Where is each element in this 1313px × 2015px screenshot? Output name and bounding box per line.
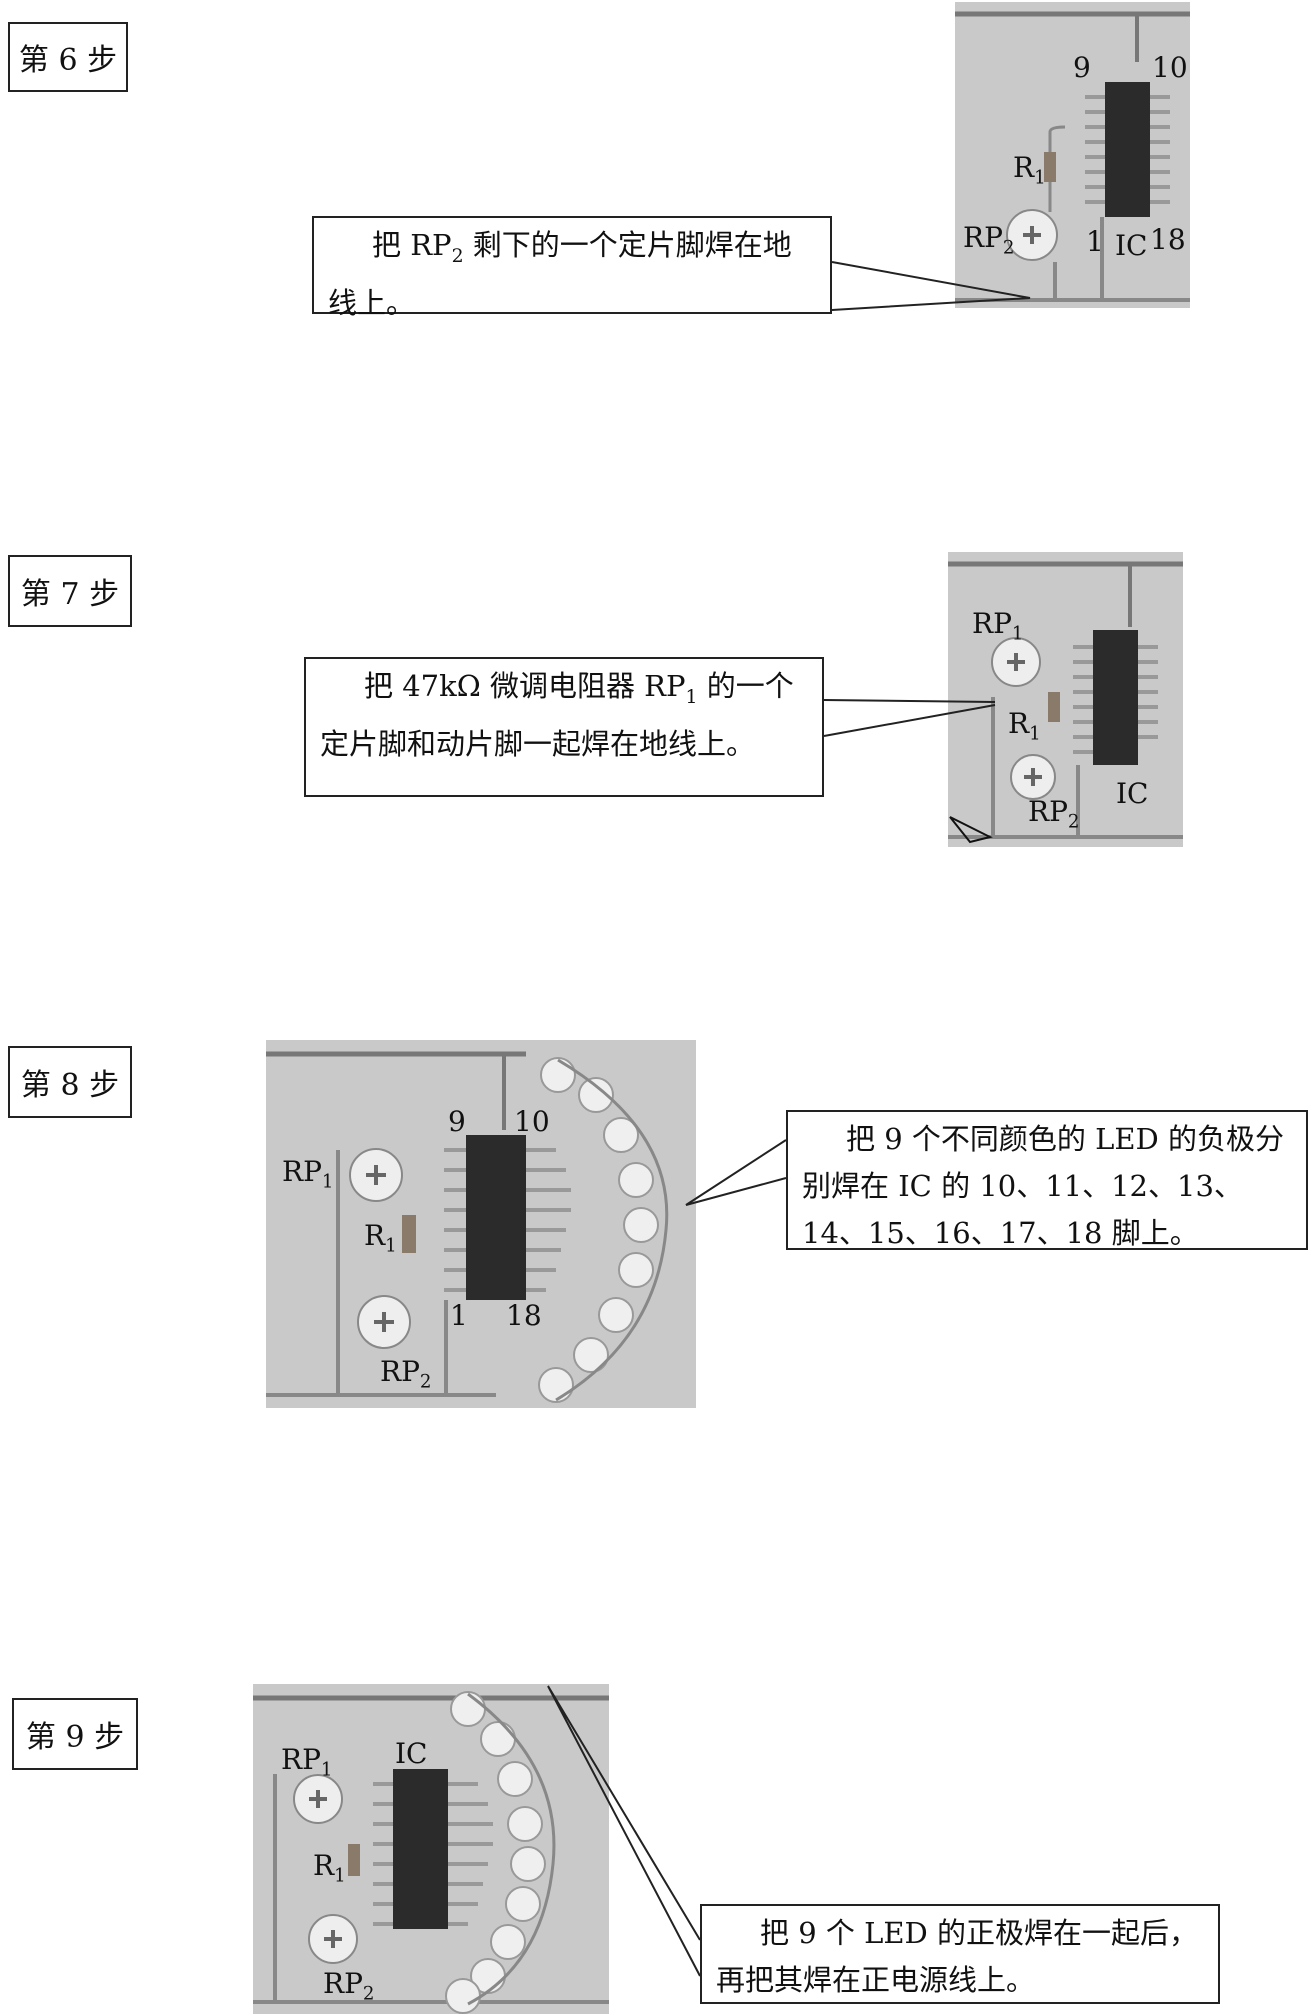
- step-8-rp1-label: RP1: [282, 1155, 334, 1193]
- step-8-pin-18-label: 18: [506, 1299, 542, 1332]
- step-7-circuit-image: [948, 561, 1183, 844]
- step-6-r1-label: R1: [1013, 151, 1046, 189]
- step-8-pin-9-label: 9: [448, 1105, 466, 1138]
- step-8-leader: [685, 1139, 787, 1206]
- step-7-instruction: 把 47kΩ 微调电阻器 RP1 的一个定片脚和动片脚一起焊在地线上。: [304, 657, 824, 797]
- step-6-circuit-image: [955, 11, 1190, 302]
- step-8-instruction: 把 9 个不同颜色的 LED 的负极分别焊在 IC 的 10、11、12、13、…: [786, 1110, 1308, 1250]
- step-7-label: 第 7 步: [8, 555, 132, 627]
- step-6-instruction: 把 RP2 剩下的一个定片脚焊在地线上。: [312, 216, 832, 320]
- step-7-r1-label: R1: [1008, 707, 1041, 745]
- step-8-photo: 9 10 RP1 R1 1 18 RP2: [266, 1040, 696, 1408]
- step-6-pin-9-label: 9: [1073, 51, 1091, 84]
- step-9-label: 第 9 步: [12, 1698, 138, 1770]
- step-6-pin-1-label: 1: [1086, 225, 1104, 258]
- step-9-photo: RP1 IC R1 RP2: [253, 1684, 609, 2014]
- step-7-rp2-label: RP2: [1028, 795, 1080, 833]
- step-8-rp2-label: RP2: [380, 1355, 432, 1393]
- step-6-rp2-label: RP2: [963, 221, 1015, 259]
- step-6-label: 第 6 步: [8, 22, 128, 92]
- step-6-photo: 9 10 R1 RP2 1 IC 18: [955, 2, 1190, 308]
- step-9-instruction: 把 9 个 LED 的正极焊在一起后，再把其焊在正电源线上。: [700, 1904, 1220, 2004]
- step-6-pin-18-label: 18: [1150, 223, 1186, 256]
- step-9-ic-label: IC: [395, 1737, 428, 1770]
- step-7-photo: RP1 R1 RP2 IC: [948, 552, 1183, 847]
- step-8-r1-label: R1: [364, 1219, 397, 1257]
- step-9-r1-label: R1: [313, 1849, 346, 1887]
- step-8-pin-1-label: 1: [450, 1299, 468, 1332]
- step-9-circuit-image: [253, 1691, 609, 2014]
- step-9-rp1-label: RP1: [281, 1743, 333, 1781]
- step-8-label: 第 8 步: [8, 1046, 132, 1118]
- step-7-rp1-label: RP1: [972, 607, 1024, 645]
- step-9-rp2-label: RP2: [323, 1967, 375, 2005]
- step-8-circuit-image: [266, 1051, 669, 1403]
- step-8-pin-10-label: 10: [514, 1105, 550, 1138]
- step-9-leds: [445, 1691, 546, 2014]
- step-6-ic-label: IC: [1115, 229, 1148, 262]
- step-7-ic-label: IC: [1116, 777, 1149, 810]
- step-6-pin-10-label: 10: [1152, 51, 1188, 84]
